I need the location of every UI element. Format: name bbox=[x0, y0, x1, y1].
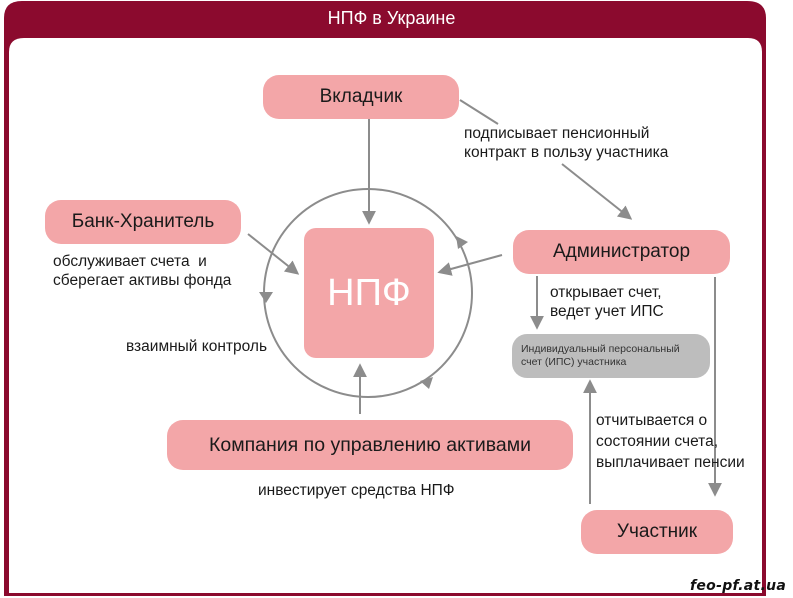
circle-arrowhead-top-right bbox=[456, 236, 468, 249]
node-depositor: Вкладчик bbox=[263, 75, 459, 119]
node-asset-manager: Компания по управлению активами bbox=[167, 420, 573, 470]
note-administrator-line1: открывает счет, bbox=[550, 284, 662, 301]
npf-box bbox=[304, 228, 434, 358]
node-custodian-bank: Банк-Хранитель bbox=[45, 200, 241, 244]
arrow-depositor-to-administrator bbox=[459, 99, 499, 125]
circle-arrowhead-left bbox=[259, 292, 273, 303]
node-npf-label: НПФ bbox=[327, 271, 411, 314]
node-participant: Участник bbox=[581, 510, 733, 554]
note-reporting: отчитывается о состоянии счета, выплачив… bbox=[596, 410, 745, 473]
circle-arrowhead-bottom-right bbox=[420, 377, 433, 389]
node-administrator: Администратор bbox=[513, 230, 730, 274]
note-invests: инвестирует средства НПФ bbox=[258, 482, 455, 499]
watermark: feo-pf.at.ua bbox=[690, 578, 787, 594]
arrow-administrator-to-npf bbox=[437, 254, 503, 276]
note-administrator-line2: ведет учет ИПС bbox=[550, 303, 664, 320]
arrow-custodian-to-npf bbox=[247, 233, 300, 275]
note-administrator: открывает счет, ведет учет ИПС bbox=[550, 283, 664, 321]
note-custodian-line2: сберегает активы фонда bbox=[53, 272, 232, 289]
diagram-title: НПФ в Украине bbox=[327, 8, 456, 28]
note-reporting-line1: отчитывается о bbox=[596, 412, 708, 429]
note-mutual-control: взаимный контроль bbox=[126, 338, 268, 355]
note-depositor-line2: контракт в пользу участника bbox=[464, 144, 669, 161]
note-reporting-line2: состоянии счета, bbox=[596, 433, 719, 450]
note-depositor-line1: подписывает пенсионный bbox=[464, 125, 650, 142]
ips-label-line1: Индивидуальный персональный bbox=[521, 343, 680, 355]
note-depositor: подписывает пенсионный контракт в пользу… bbox=[464, 124, 668, 162]
note-custodian: обслуживает счета и сберегает активы фон… bbox=[53, 252, 231, 290]
note-reporting-line3: выплачивает пенсии bbox=[596, 454, 745, 471]
arrow-depositor-to-administrator-lower bbox=[561, 163, 633, 220]
note-custodian-line1: обслуживает счета и bbox=[53, 253, 207, 270]
ips-label-line2: счет (ИПС) участника bbox=[521, 356, 627, 368]
node-ips: Индивидуальный персональный счет (ИПС) у… bbox=[512, 334, 710, 378]
